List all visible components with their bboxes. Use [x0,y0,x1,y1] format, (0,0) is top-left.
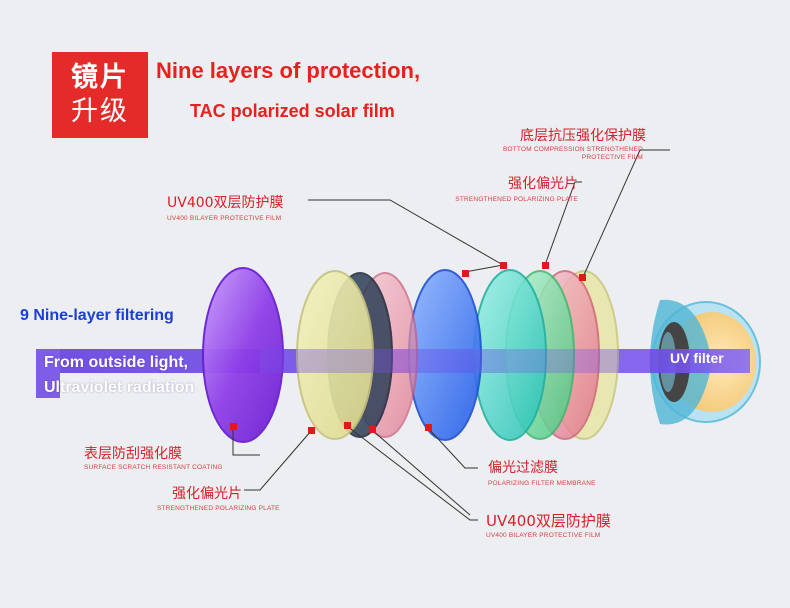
callout-bottom-polarizing-en: STRENGTHENED POLARIZING PLATE [157,505,280,512]
callout-bottom-compression-cn: 底层抗压强化保护膜 [520,128,646,144]
light-label-line-1: From outside light, [44,354,188,371]
badge-line-2: 升级 [71,96,129,127]
callout-markers [230,262,586,434]
callout-top-uv400-en: UV400 BILAYER PROTECTIVE FILM [167,215,282,222]
badge-line-1: 镜片 [71,62,129,93]
callout-polarizing-filter-en: POLARIZING FILTER MEMBRANE [488,480,596,487]
lens-purple-surface [202,267,284,443]
callout-bottom-uv400-cn: UV400双层防护膜 [486,512,611,530]
leader-lines [232,149,670,521]
callout-surface-en: SURFACE SCRATCH RESISTANT COATING [84,464,223,471]
callout-bottom-compression-en-2: PROTECTIVE FILM [581,154,643,161]
light-beam-arrow-left [36,349,60,398]
callout-top-polarizing-en: STRENGTHENED POLARIZING PLATE [455,196,578,203]
uv-filter-label: UV filter [670,350,724,366]
callout-top-polarizing-cn: 强化偏光片 [508,176,578,192]
light-label-line-2: Ultraviolet radiation [44,379,195,396]
callout-bottom-uv400-en: UV400 BILAYER PROTECTIVE FILM [486,532,601,539]
callout-polarizing-filter-cn: 偏光过滤膜 [488,460,558,476]
light-source-label: From outside light, Ultraviolet radiatio… [44,350,194,400]
callout-top-uv400-cn: UV400双层防护膜 [167,195,284,211]
callout-bottom-compression-en-1: BOTTOM COMPRESSION STRENGTHENED [502,146,643,153]
callout-surface-cn: 表层防刮强化膜 [84,446,182,462]
eye-illustration [650,299,761,425]
upgrade-badge: 镜片 升级 [52,52,148,138]
filtering-label: 9 Nine-layer filtering [20,307,174,324]
lens-yellow-polarizing [296,270,374,440]
callout-bottom-polarizing-cn: 强化偏光片 [172,486,242,502]
headline: Nine layers of protection, [156,58,421,83]
subheadline: TAC polarized solar film [190,101,395,121]
